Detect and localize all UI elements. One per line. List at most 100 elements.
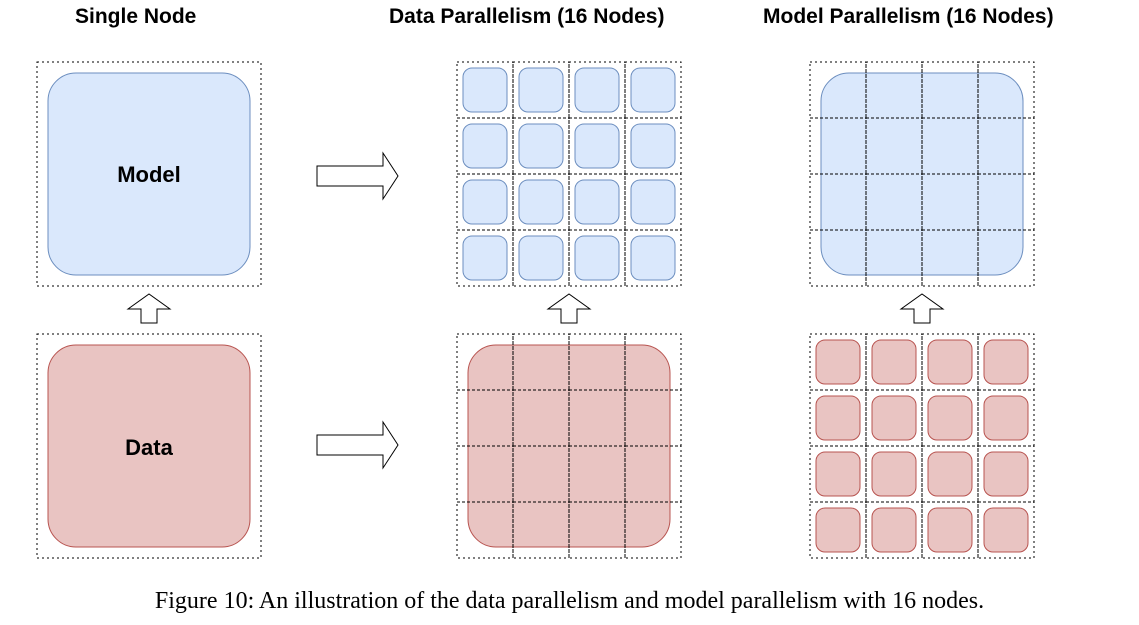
node-cell bbox=[624, 389, 682, 447]
node-cell bbox=[921, 501, 979, 559]
node-cell bbox=[977, 229, 1035, 287]
data-replica-box bbox=[983, 395, 1029, 441]
model-replica-box bbox=[574, 179, 620, 225]
node-cell bbox=[865, 173, 923, 231]
node-cell bbox=[456, 61, 514, 119]
data-replica-box bbox=[871, 451, 917, 497]
data-replica-box bbox=[983, 451, 1029, 497]
single-node-title: Single Node bbox=[75, 5, 197, 28]
node-cell bbox=[512, 173, 570, 231]
data-replica-box bbox=[815, 451, 861, 497]
node-cell bbox=[809, 389, 867, 447]
data-replica-box bbox=[983, 339, 1029, 385]
node-cell bbox=[809, 333, 867, 391]
node-cell bbox=[456, 445, 514, 503]
single-node-data-panel: Data bbox=[36, 333, 262, 559]
node-cell bbox=[977, 501, 1035, 559]
single-model-box bbox=[47, 72, 251, 276]
model-replica-box bbox=[518, 179, 564, 225]
node-cell bbox=[809, 117, 867, 175]
model-replica-box bbox=[574, 123, 620, 169]
data-replica-box bbox=[815, 339, 861, 385]
up-arrow-icon bbox=[546, 293, 592, 324]
node-cell bbox=[865, 501, 923, 559]
node-cell bbox=[809, 173, 867, 231]
model-replica-box bbox=[518, 67, 564, 113]
node-cell bbox=[624, 445, 682, 503]
model-parallelism-title: Model Parallelism (16 Nodes) bbox=[763, 5, 1054, 28]
data-replica-box bbox=[871, 339, 917, 385]
node-cell bbox=[456, 501, 514, 559]
node-cell bbox=[456, 389, 514, 447]
data-replica-box bbox=[815, 395, 861, 441]
data-parallel-model-grid bbox=[456, 61, 682, 287]
figure-caption: Figure 10: An illustration of the data p… bbox=[154, 588, 985, 614]
node-cell bbox=[921, 117, 979, 175]
up-arrow-icon bbox=[899, 293, 945, 324]
data-parallel-data-grid bbox=[456, 333, 682, 559]
node-cell bbox=[921, 173, 979, 231]
node-cell bbox=[624, 61, 682, 119]
right-arrow-icon bbox=[316, 151, 399, 201]
model-replica-box bbox=[462, 123, 508, 169]
node-cell bbox=[568, 389, 626, 447]
model-replica-box bbox=[630, 179, 676, 225]
node-cell bbox=[865, 445, 923, 503]
node-cell bbox=[977, 173, 1035, 231]
node-cell bbox=[977, 61, 1035, 119]
model-replica-box bbox=[630, 235, 676, 281]
single-model-frame bbox=[36, 61, 262, 287]
model-replica-box bbox=[518, 235, 564, 281]
data-parallelism-title: Data Parallelism (16 Nodes) bbox=[389, 5, 665, 28]
parallelism-diagram: Model Data bbox=[36, 61, 1035, 559]
node-cell bbox=[865, 333, 923, 391]
node-cell bbox=[624, 333, 682, 391]
data-replica-box bbox=[927, 395, 973, 441]
node-cell bbox=[624, 173, 682, 231]
model-parallel-model-panel bbox=[809, 61, 1035, 287]
node-cell bbox=[865, 117, 923, 175]
node-cell bbox=[977, 445, 1035, 503]
data-replica-box bbox=[871, 507, 917, 553]
data-replica-box bbox=[927, 507, 973, 553]
node-cell bbox=[568, 333, 626, 391]
single-node-model-panel: Model bbox=[36, 61, 262, 287]
single-data-frame bbox=[36, 333, 262, 559]
model-replica-box bbox=[462, 67, 508, 113]
node-cell bbox=[977, 333, 1035, 391]
data-parallel-data-panel bbox=[456, 333, 682, 559]
model-parallel-model-grid bbox=[809, 61, 1035, 287]
data-replica-box bbox=[871, 395, 917, 441]
node-cell bbox=[512, 445, 570, 503]
node-cell bbox=[624, 229, 682, 287]
node-cell bbox=[512, 117, 570, 175]
node-cell bbox=[512, 229, 570, 287]
node-cell bbox=[456, 229, 514, 287]
data-replica-box bbox=[927, 451, 973, 497]
model-replica-box bbox=[462, 235, 508, 281]
node-cell bbox=[809, 445, 867, 503]
data-replica-box bbox=[815, 507, 861, 553]
node-cell bbox=[977, 389, 1035, 447]
node-cell bbox=[921, 445, 979, 503]
data-replica-box bbox=[983, 507, 1029, 553]
single-data-box bbox=[47, 344, 251, 548]
right-arrow-icon bbox=[316, 420, 399, 470]
model-replica-box bbox=[462, 179, 508, 225]
node-cell bbox=[456, 333, 514, 391]
node-cell bbox=[809, 61, 867, 119]
node-cell bbox=[512, 501, 570, 559]
model-replica-box bbox=[630, 67, 676, 113]
model-replica-box bbox=[574, 235, 620, 281]
data-label: Data bbox=[125, 435, 173, 460]
node-cell bbox=[921, 61, 979, 119]
node-cell bbox=[456, 117, 514, 175]
node-cell bbox=[568, 445, 626, 503]
node-cell bbox=[977, 117, 1035, 175]
node-cell bbox=[624, 501, 682, 559]
node-cell bbox=[624, 117, 682, 175]
model-parallel-data-grid bbox=[809, 333, 1035, 559]
node-cell bbox=[568, 501, 626, 559]
node-cell bbox=[921, 229, 979, 287]
node-cell bbox=[865, 389, 923, 447]
